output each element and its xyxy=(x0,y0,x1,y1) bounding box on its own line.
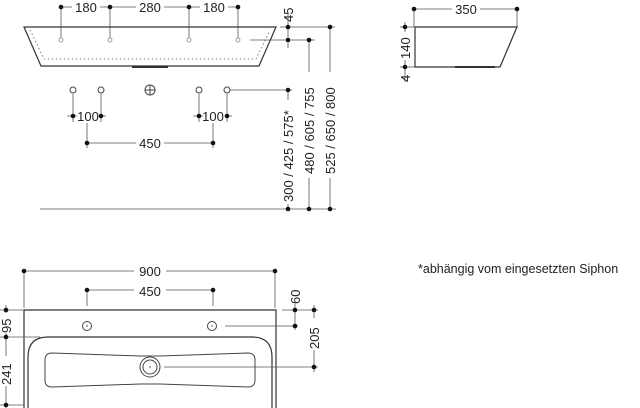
dim-280: 280 xyxy=(139,0,161,15)
dim-45: 45 xyxy=(281,8,296,22)
dim-350: 350 xyxy=(455,2,477,17)
dim-60: 60 xyxy=(288,290,303,304)
dim-180-right: 180 xyxy=(203,0,225,15)
dim-241: 241 xyxy=(0,363,14,385)
washbasin-outline xyxy=(23,309,277,408)
dim-heights-taps: 480 / 605 / 755 xyxy=(302,87,317,174)
top-view: 180 280 180 45 100 100 450 300 / 425 / 5… xyxy=(23,0,338,212)
basin-bowl xyxy=(27,336,273,408)
dim-205: 205 xyxy=(307,327,322,349)
dim-95: 95 xyxy=(0,319,14,333)
dim-180-left: 180 xyxy=(75,0,97,15)
dim-4: 4 xyxy=(398,75,413,82)
dim-heights-siphon: 300 / 425 / 575* xyxy=(281,110,296,202)
dim-140: 140 xyxy=(398,37,413,59)
side-profile xyxy=(414,26,518,68)
drain-icon xyxy=(149,366,151,368)
dim-100-left: 100 xyxy=(77,109,99,124)
front-view: 900 450 60 205 95 241 xyxy=(0,263,322,408)
basin-profile xyxy=(23,26,277,67)
siphon-footnote: *abhängig vom eingesetzten Siphon xyxy=(418,262,619,276)
side-view: 350 140 4 xyxy=(398,2,520,82)
dim-900: 900 xyxy=(139,264,161,279)
dim-heights-rim: 525 / 650 / 800 xyxy=(323,87,338,174)
dim-450-taps: 450 xyxy=(139,136,161,151)
dim-100-right: 100 xyxy=(202,109,224,124)
dim-450-holes: 450 xyxy=(139,284,161,299)
